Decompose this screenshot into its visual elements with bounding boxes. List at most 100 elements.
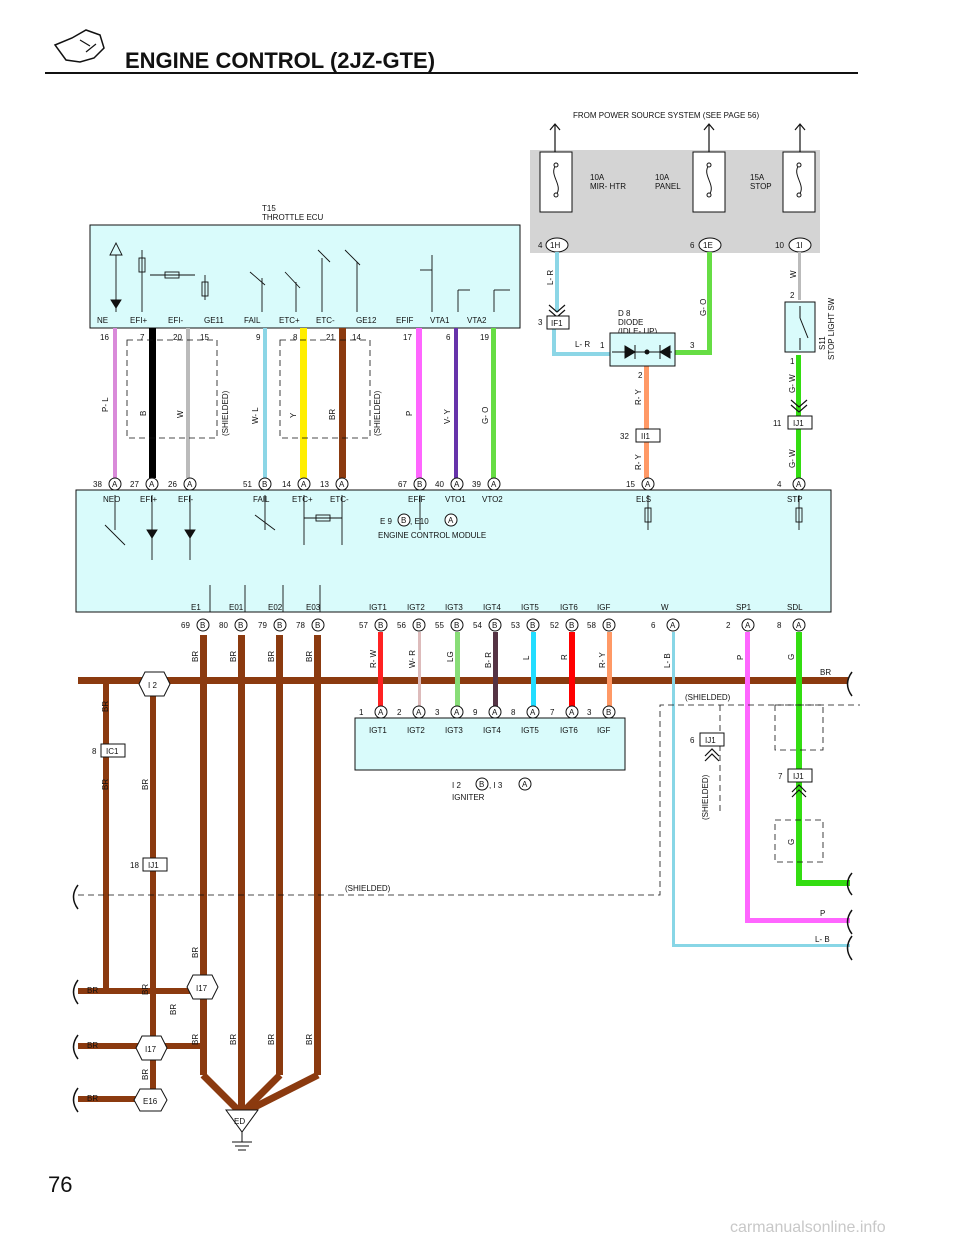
pin-21: 21: [326, 333, 335, 342]
connector-letter: A: [796, 621, 802, 630]
term-ge12: GE12: [356, 316, 377, 325]
conn-ic1-label: IC1: [106, 747, 119, 756]
connector-letter: A: [454, 708, 460, 717]
lbl-g-w: G- W: [788, 374, 797, 393]
terminal-name: VTO1: [445, 495, 466, 504]
ij1-c-pin: 18: [130, 861, 139, 870]
lbl-v-y: V- Y: [443, 408, 452, 424]
pin-number: 2: [726, 621, 731, 630]
ground-ed-label: ED: [234, 1117, 245, 1126]
lbl-r-y: R- Y: [634, 388, 643, 405]
ecm-a-circle-label: A: [448, 516, 454, 525]
diode-pin1: 1: [600, 341, 605, 350]
connector-circle: [450, 477, 464, 491]
ecm-b-circle-label: B: [401, 516, 406, 525]
terminal-name: E03: [306, 603, 321, 612]
shield-outlines: [126, 339, 371, 439]
connector-circle: [273, 618, 287, 632]
igniter-box: [354, 717, 626, 771]
fuse-stop: [782, 151, 816, 213]
lbl-br-b4: BR: [305, 1034, 314, 1045]
lbl-br-b2: BR: [229, 1034, 238, 1045]
wire-v-y: [454, 328, 458, 478]
terminal-name: SDL: [787, 603, 803, 612]
ecm-b-circle: [397, 513, 411, 527]
lbl-shielded-vert: (SHIELDED): [701, 774, 710, 820]
watermark: carmanualsonline.info: [730, 1219, 886, 1236]
connector-circle: [488, 705, 502, 719]
pin-15: 15: [200, 333, 209, 342]
throttle-pin-numbers: 16 7 20 15 9 8 21 14 17 6 19: [100, 333, 489, 342]
term-efif: EFIF: [396, 316, 413, 325]
wire-p: [416, 328, 422, 478]
ecm-box: [75, 489, 832, 613]
fuse-panel: [692, 151, 726, 213]
conn-1h-label: 1H: [550, 241, 560, 250]
connector-circle: [792, 618, 806, 632]
wire-b: [149, 328, 156, 478]
connector-circle: [145, 477, 159, 491]
igniter-b-circle: [475, 777, 489, 791]
connector-letter: A: [670, 621, 676, 630]
connector-letter: B: [530, 621, 535, 630]
terminal-name: IGT3: [445, 726, 463, 735]
fuse1-amp: 10A: [590, 173, 605, 182]
terminal-name: IGT3: [445, 603, 463, 612]
terminal-name: IGF: [597, 726, 610, 735]
connector-letter: A: [569, 708, 575, 717]
throttle-ecu-box: [89, 224, 521, 329]
pin-number: 55: [435, 621, 444, 630]
connector-circle: [412, 618, 426, 632]
connector-letter: B: [378, 621, 383, 630]
pin-number: 56: [397, 621, 406, 630]
pin-number: 40: [435, 480, 444, 489]
pin-number: 9: [473, 708, 478, 717]
pin-number: 57: [359, 621, 368, 630]
term-ge11: GE11: [204, 316, 224, 325]
terminal-name: ETC-: [330, 495, 349, 504]
lbl-br-e16: BR: [141, 1069, 150, 1080]
lbl-shielded-right: (SHIELDED): [685, 693, 731, 702]
connector-circle: [641, 477, 655, 491]
lbl-b-r: B- R: [484, 652, 493, 668]
lbl-br-e03: BR: [305, 651, 314, 662]
connector-letter: B: [569, 621, 574, 630]
junction-i2: [138, 671, 171, 697]
lbl-br-left3: BR: [141, 779, 150, 790]
connector-letter: A: [454, 480, 460, 489]
lbl-r-y-2: R- Y: [634, 453, 643, 470]
lower-shields: [78, 704, 860, 896]
connector-letter: A: [645, 480, 651, 489]
conn-if1: [546, 315, 570, 330]
connector-letter: A: [796, 480, 802, 489]
connector-letter: B: [200, 621, 205, 630]
connector-circle: [412, 705, 426, 719]
connector-letter: A: [530, 708, 536, 717]
lbl-w: W: [176, 410, 185, 418]
conn-ij1-top: [787, 415, 813, 430]
stop-sw-pin1: 1: [790, 357, 795, 366]
lbl-l-r: L- R: [546, 270, 555, 285]
lbl-g-o: G- O: [481, 407, 490, 424]
terminal-name: EFIF: [408, 495, 425, 504]
conn-if1-label: IF1: [551, 319, 563, 328]
fuse1-pin: 4: [538, 241, 543, 250]
power-arrows: [549, 123, 806, 152]
terminal-name: W: [661, 603, 669, 612]
connector-letter: B: [606, 708, 611, 717]
wire-g-o: [491, 328, 496, 478]
junction-e16-label: E16: [143, 1097, 158, 1106]
lbl-w-r: W- R: [408, 650, 417, 668]
terminal-name: IGT2: [407, 603, 425, 612]
conn-ij1-b: [787, 768, 813, 783]
igniter-code-i3: , I 3: [489, 781, 503, 790]
terminal-name: E02: [268, 603, 283, 612]
terminal-name: ETC+: [292, 495, 313, 504]
igniter-a-label: A: [522, 780, 528, 789]
connector-letter: B: [262, 480, 267, 489]
ecm-a-circle: [444, 513, 458, 527]
term-vta2: VTA2: [467, 316, 487, 325]
fuse3-name: STOP: [750, 182, 772, 191]
